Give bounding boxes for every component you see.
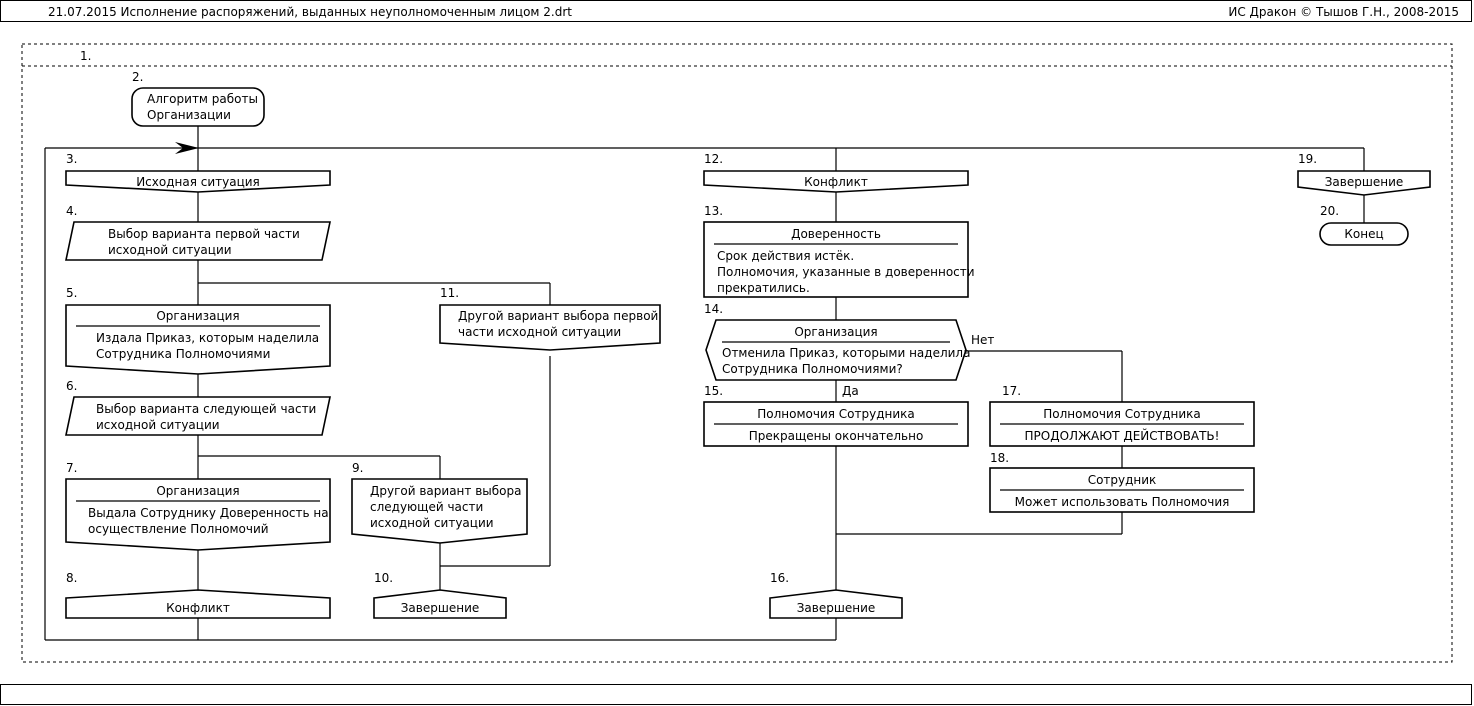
svg-text:Другой вариант выбора: Другой вариант выбора: [370, 484, 521, 498]
svg-text:12.: 12.: [704, 152, 723, 166]
svg-text:Завершение: Завершение: [401, 601, 480, 615]
node-5-action: 5. Организация Издала Приказ, которым на…: [65, 286, 331, 375]
document-footer: [0, 684, 1472, 705]
svg-text:Организация: Организация: [794, 325, 877, 339]
svg-text:8.: 8.: [66, 571, 77, 585]
node-20-end: 20. Конец: [1319, 204, 1409, 246]
node-2-start: 2. Алгоритм работы Организации: [131, 70, 265, 127]
svg-text:Сотрудника Полномочиями: Сотрудника Полномочиями: [96, 347, 270, 361]
svg-text:19.: 19.: [1298, 152, 1317, 166]
svg-text:Организация: Организация: [156, 484, 239, 498]
svg-text:следующей части: следующей части: [370, 500, 483, 514]
svg-text:6.: 6.: [66, 379, 77, 393]
svg-text:Конец: Конец: [1344, 227, 1383, 241]
svg-text:4.: 4.: [66, 204, 77, 218]
node-7-action: 7. Организация Выдала Сотруднику Доверен…: [65, 461, 331, 551]
svg-text:11.: 11.: [440, 286, 459, 300]
svg-text:Полномочия Сотрудника: Полномочия Сотрудника: [757, 407, 915, 421]
svg-text:Срок действия истёк.: Срок действия истёк.: [717, 249, 854, 263]
node-9-action: 9. Другой вариант выбора следующей части…: [351, 461, 528, 544]
node-12-branch: 12. Конфликт: [703, 152, 969, 193]
node-16-address: 16. Завершение: [769, 571, 903, 619]
svg-text:5.: 5.: [66, 286, 77, 300]
svg-text:13.: 13.: [704, 204, 723, 218]
svg-text:Выбор варианта первой части: Выбор варианта первой части: [108, 227, 300, 241]
loop-arrow-icon: [175, 142, 199, 154]
svg-text:исходной ситуации: исходной ситуации: [96, 418, 220, 432]
svg-text:Полномочия Сотрудника: Полномочия Сотрудника: [1043, 407, 1201, 421]
svg-text:Конфликт: Конфликт: [166, 601, 230, 615]
svg-text:Другой вариант выбора первой: Другой вариант выбора первой: [458, 309, 658, 323]
svg-text:исходной ситуации: исходной ситуации: [108, 243, 232, 257]
silhouette-frame: 1.: [21, 43, 1453, 663]
node-11-action: 11. Другой вариант выбора первой части и…: [439, 286, 661, 351]
svg-text:9.: 9.: [352, 461, 363, 475]
svg-text:Прекращены окончательно: Прекращены окончательно: [749, 429, 924, 443]
svg-text:Алгоритм работы: Алгоритм работы: [147, 92, 258, 106]
svg-text:10.: 10.: [374, 571, 393, 585]
svg-text:Сотрудника Полномочиями?: Сотрудника Полномочиями?: [722, 362, 903, 376]
node-19-branch: 19. Завершение: [1297, 152, 1431, 196]
svg-text:Организации: Организации: [147, 108, 231, 122]
yes-label: Да: [842, 384, 859, 398]
svg-text:Сотрудник: Сотрудник: [1088, 473, 1157, 487]
svg-text:Доверенность: Доверенность: [791, 227, 881, 241]
svg-text:Может использовать Полномочия: Может использовать Полномочия: [1015, 495, 1230, 509]
svg-text:Выдала Сотруднику Доверенность: Выдала Сотруднику Доверенность на: [88, 506, 329, 520]
node-18-action: 18. Сотрудник Может использовать Полномо…: [989, 451, 1255, 513]
silhouette-label: 1.: [80, 49, 91, 63]
svg-text:Исходная ситуация: Исходная ситуация: [136, 175, 260, 189]
svg-text:14.: 14.: [704, 302, 723, 316]
node-8-address: 8. Конфликт: [65, 571, 331, 619]
svg-text:ПРОДОЛЖАЮТ ДЕЙСТВОВАТЬ!: ПРОДОЛЖАЮТ ДЕЙСТВОВАТЬ!: [1025, 428, 1220, 443]
svg-text:Издала Приказ, которым наделил: Издала Приказ, которым наделила: [96, 331, 319, 345]
svg-text:Выбор варианта следующей части: Выбор варианта следующей части: [96, 402, 316, 416]
svg-text:7.: 7.: [66, 461, 77, 475]
no-label: Нет: [971, 333, 994, 347]
svg-text:Организация: Организация: [156, 309, 239, 323]
svg-text:15.: 15.: [704, 384, 723, 398]
svg-text:17.: 17.: [1002, 384, 1021, 398]
svg-text:осуществление Полномочий: осуществление Полномочий: [88, 522, 269, 536]
node-3-branch: 3. Исходная ситуация: [65, 152, 331, 193]
document-title: 21.07.2015 Исполнение распоряжений, выда…: [48, 5, 572, 19]
svg-text:16.: 16.: [770, 571, 789, 585]
svg-text:Завершение: Завершение: [797, 601, 876, 615]
node-14-question: 14. Организация Отменила Приказ, которым…: [704, 302, 994, 398]
svg-text:части исходной ситуации: части исходной ситуации: [458, 325, 621, 339]
svg-text:3.: 3.: [66, 152, 77, 166]
document-header: 21.07.2015 Исполнение распоряжений, выда…: [0, 0, 1472, 22]
node-13-action: 13. Доверенность Срок действия истёк. По…: [703, 204, 975, 298]
svg-text:Завершение: Завершение: [1325, 175, 1404, 189]
svg-text:исходной ситуации: исходной ситуации: [370, 516, 494, 530]
svg-text:Отменила Приказ, которыми наде: Отменила Приказ, которыми наделила: [722, 346, 970, 360]
node-10-address: 10. Завершение: [373, 571, 507, 619]
svg-text:прекратились.: прекратились.: [717, 281, 810, 295]
svg-text:Полномочия, указанные в довере: Полномочия, указанные в доверенности: [717, 265, 975, 279]
node-17-action: 17. Полномочия Сотрудника ПРОДОЛЖАЮТ ДЕЙ…: [989, 384, 1255, 447]
svg-text:20.: 20.: [1320, 204, 1339, 218]
node-6-choice: 6. Выбор варианта следующей части исходн…: [65, 379, 331, 436]
copyright-text: ИС Дракон © Тышов Г.Н., 2008-2015: [1228, 5, 1459, 19]
node-number: 2.: [132, 70, 143, 84]
node-4-choice: 4. Выбор варианта первой части исходной …: [65, 204, 331, 261]
svg-text:Конфликт: Конфликт: [804, 175, 868, 189]
node-15-action: 15. Полномочия Сотрудника Прекращены око…: [703, 384, 969, 447]
svg-text:18.: 18.: [990, 451, 1009, 465]
